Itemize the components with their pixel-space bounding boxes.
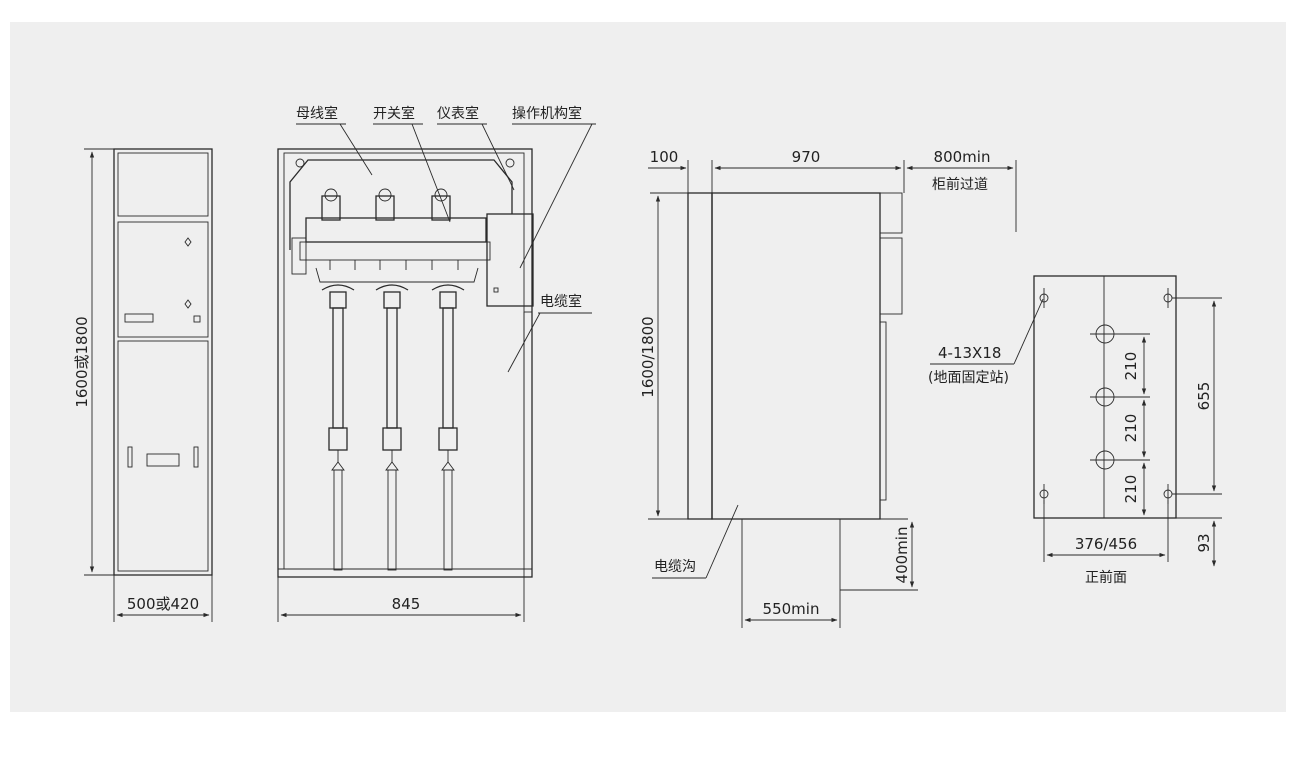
- front-middle-panel: [117, 221, 209, 338]
- top-insulator: [321, 195, 341, 221]
- side-width-label: 970: [792, 148, 821, 166]
- pole-terminal: [438, 427, 458, 451]
- pole-terminal: [328, 427, 348, 451]
- cable-pole-middle: [375, 284, 409, 571]
- section-cabinet-outline: [277, 148, 533, 578]
- pitch-label-3: 210: [1122, 475, 1140, 504]
- front-door-handle-right: [193, 446, 199, 468]
- mechanism-box: [486, 213, 534, 307]
- side-rear-plate: [879, 321, 887, 501]
- base-view: 210 210 210 655 93 376/456 正前面 4-13X18 (…: [928, 275, 1222, 586]
- breaker-lower-frame: [315, 267, 479, 283]
- cable-hole: [1090, 387, 1150, 407]
- busbar-compartment-arch: [289, 159, 513, 250]
- pole-cone: [441, 461, 455, 471]
- pole-joint: [439, 291, 457, 309]
- mount-hole: [505, 158, 515, 168]
- leader-bolt: [1013, 298, 1044, 365]
- front-door-handle-left: [127, 446, 133, 468]
- label-front-passage: 柜前过道: [932, 176, 988, 193]
- top-insulator-cap: [378, 188, 392, 202]
- front-top-panel: [117, 152, 209, 217]
- drawing-panel: [10, 22, 1286, 712]
- leader-cable-trench: [705, 504, 739, 579]
- trench-depth-label: 400min: [893, 527, 911, 584]
- front-width-label: 500或420: [127, 595, 199, 613]
- label-mechanism-room: 操作机构室: [512, 105, 582, 122]
- top-insulator-cap: [324, 188, 338, 202]
- front-bottom-panel: [117, 340, 209, 572]
- leader-switch: [411, 123, 451, 223]
- pole-head: [375, 284, 409, 291]
- front-nameplate: [124, 313, 154, 323]
- pole-cone: [385, 461, 399, 471]
- pole-terminal: [382, 427, 402, 451]
- pole-body: [332, 307, 344, 429]
- front-indicator-1: [184, 237, 192, 247]
- bolt-hole: [1163, 288, 1173, 308]
- leader-meter: [481, 123, 515, 191]
- trench-width-label: 550min: [763, 600, 820, 618]
- label-bolt-spec: 4-13X18: [938, 344, 1001, 362]
- section-depth-label: 845: [392, 595, 421, 613]
- front-cabinet-outline: [113, 148, 213, 576]
- passage-label: 800min: [934, 148, 991, 166]
- pole-head: [431, 284, 465, 291]
- front-height-label: 1600或1800: [73, 316, 91, 407]
- mechanism-box-knob: [493, 287, 499, 293]
- cable-hole: [1090, 450, 1150, 470]
- label-front-face: 正前面: [1085, 569, 1127, 586]
- cable-pole-left: [321, 284, 355, 571]
- pole-head: [321, 284, 355, 291]
- base-width-label: 376/456: [1075, 535, 1137, 553]
- side-height-label: 1600/1800: [639, 316, 657, 397]
- leader-busbar: [339, 123, 373, 176]
- cable-pole-right: [431, 284, 465, 571]
- side-rear-box-1: [879, 192, 903, 234]
- label-cable-trench: 电缆沟: [654, 559, 696, 575]
- front-indicator-3: [193, 315, 201, 323]
- top-insulator-cap: [434, 188, 448, 202]
- side-front-door: [687, 192, 713, 520]
- pole-joint: [383, 291, 401, 309]
- insulator-top-group: [321, 188, 451, 221]
- label-busbar-room: 母线室: [296, 105, 338, 122]
- mount-hole: [295, 158, 305, 168]
- side-cabinet-body: [711, 192, 881, 520]
- bolt-hole: [1039, 288, 1049, 308]
- side-rear-box-2: [879, 237, 903, 315]
- base-height-label: 655: [1195, 382, 1213, 411]
- cable-hole: [1090, 324, 1150, 344]
- breaker-side-block: [291, 237, 307, 275]
- pitch-label-2: 210: [1122, 414, 1140, 443]
- pole-cable: [333, 469, 343, 571]
- pole-cone: [331, 461, 345, 471]
- leader-mechanism: [519, 123, 593, 269]
- pole-cable: [387, 469, 397, 571]
- breaker-top-body: [305, 217, 487, 243]
- side-view: 100 970 800min 柜前过道 1600/1800 400min 550…: [639, 148, 1017, 628]
- front-view: 1600或1800 500或420: [73, 148, 213, 622]
- label-bolt-note: (地面固定站): [928, 370, 1009, 386]
- section-view: 母线室 开关室 仪表室 操作机构室 电缆室 845: [277, 105, 596, 622]
- pole-joint: [329, 291, 347, 309]
- leader-cable-room: [507, 312, 541, 373]
- side-offset-label: 100: [650, 148, 679, 166]
- label-switch-room: 开关室: [373, 105, 415, 122]
- pitch-label-1: 210: [1122, 352, 1140, 381]
- top-insulator: [431, 195, 451, 221]
- pole-body: [442, 307, 454, 429]
- front-indicator-2: [184, 299, 192, 309]
- label-cable-room: 电缆室: [540, 293, 582, 310]
- pole-cable: [443, 469, 453, 571]
- front-door-window: [146, 453, 180, 467]
- pole-body: [386, 307, 398, 429]
- section-inner-frame: [283, 152, 525, 570]
- top-insulator: [375, 195, 395, 221]
- label-meter-room: 仪表室: [437, 105, 479, 122]
- breaker-base-plate: [299, 241, 491, 261]
- base-offset-label: 93: [1195, 533, 1213, 552]
